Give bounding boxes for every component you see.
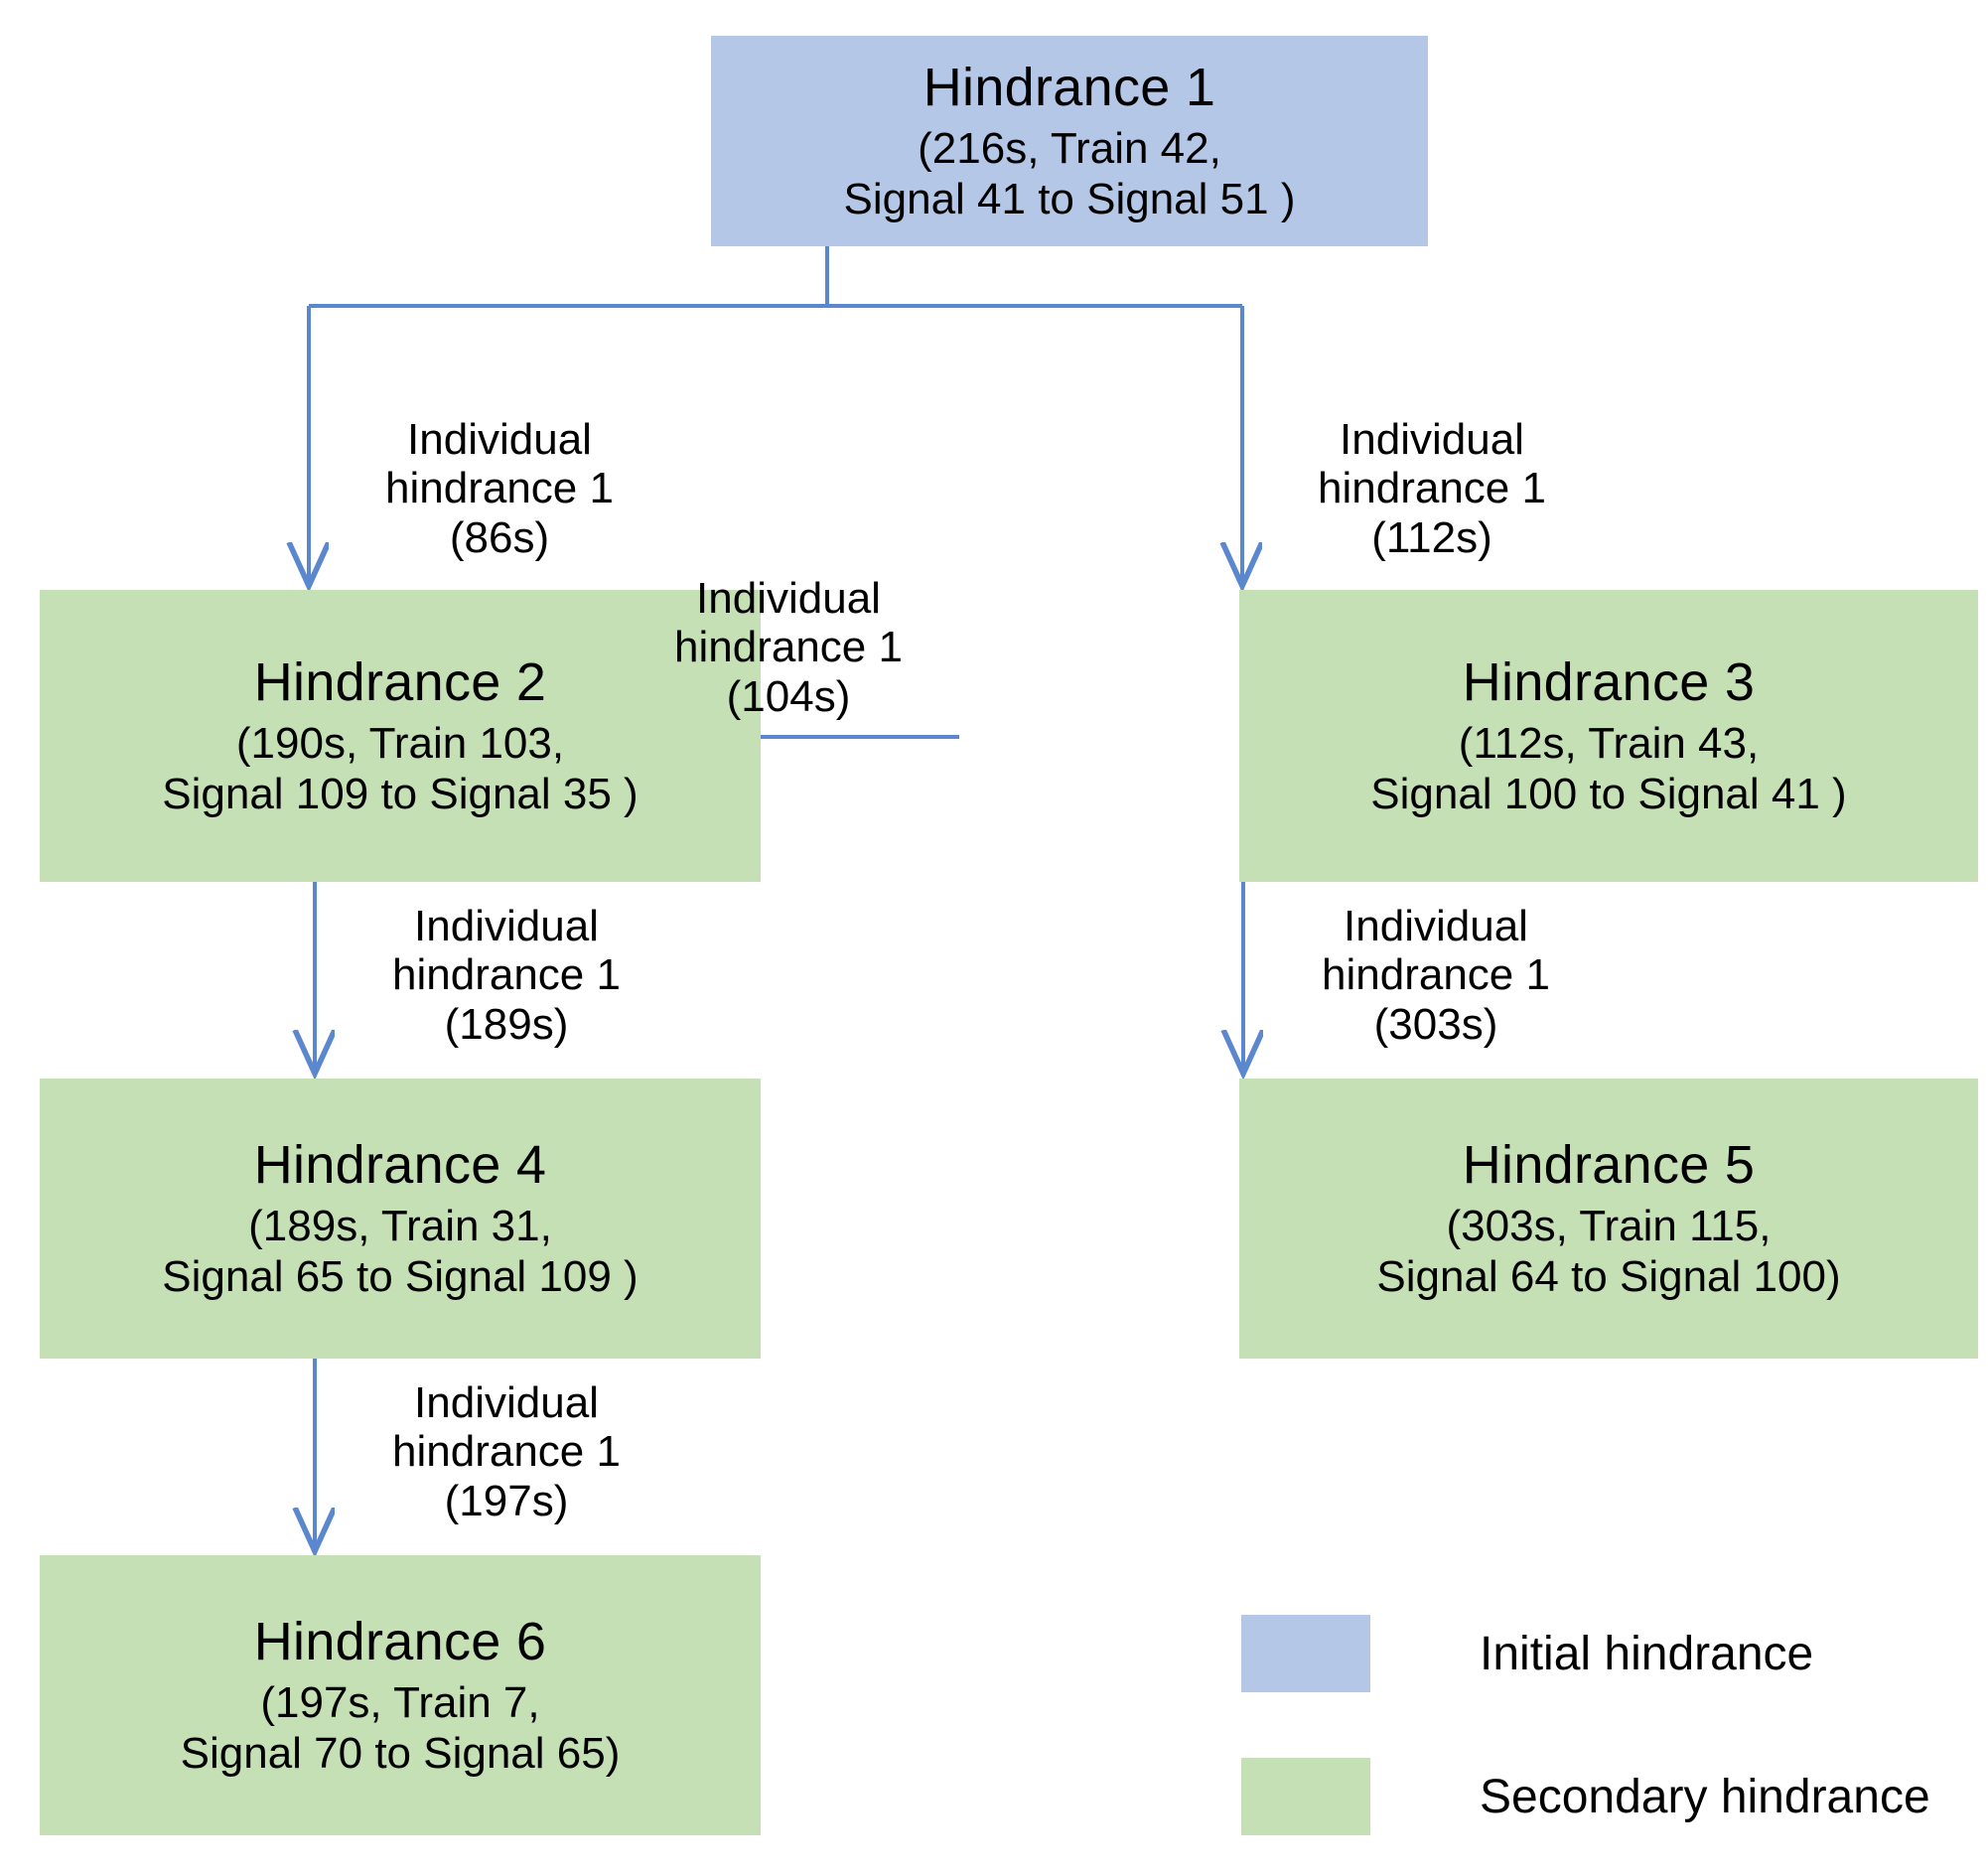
node-detail-line-1: (197s, Train 7, xyxy=(260,1678,540,1728)
node-detail: (303s, Train 115, Signal 64 to Signal 10… xyxy=(1376,1202,1840,1302)
edge-label-line-3: (197s) xyxy=(444,1476,569,1525)
edge-label-h1-h3: Individual hindrance 1 (112s) xyxy=(1263,415,1601,562)
node-detail-line-1: (216s, Train 42, xyxy=(918,124,1221,174)
node-detail-line-1: (112s, Train 43, xyxy=(1458,719,1760,769)
edge-label-h3-h2: Individual hindrance 1 (104s) xyxy=(620,574,957,721)
edge-label-line-3: (86s) xyxy=(449,512,550,562)
edge-label-h1-h2: Individual hindrance 1 (86s) xyxy=(331,415,668,562)
edge-label-line-2: hindrance 1 xyxy=(1318,464,1546,513)
node-title: Hindrance 3 xyxy=(1462,652,1756,713)
node-title: Hindrance 2 xyxy=(253,652,547,713)
edge-label-line-1: Individual xyxy=(696,574,881,623)
node-detail-line-2: Signal 64 to Signal 100) xyxy=(1376,1252,1841,1302)
node-title: Hindrance 1 xyxy=(923,58,1216,118)
node-hindrance-6[interactable]: Hindrance 6 (197s, Train 7, Signal 70 to… xyxy=(40,1555,761,1835)
edge-label-h2-h4: Individual hindrance 1 (189s) xyxy=(338,902,675,1049)
edge-label-line-3: (104s) xyxy=(726,671,851,721)
edge-label-line-3: (112s) xyxy=(1371,512,1492,562)
node-hindrance-4[interactable]: Hindrance 4 (189s, Train 31, Signal 65 t… xyxy=(40,1079,761,1359)
edge-label-line-2: hindrance 1 xyxy=(385,464,614,513)
node-detail: (112s, Train 43, Signal 100 to Signal 41… xyxy=(1370,719,1846,819)
edge-label-line-3: (303s) xyxy=(1373,999,1498,1049)
edge-label-h3-h5: Individual hindrance 1 (303s) xyxy=(1267,902,1605,1049)
node-detail: (197s, Train 7, Signal 70 to Signal 65) xyxy=(181,1678,621,1779)
legend: Initial hindrance Secondary hindrance xyxy=(1241,1611,1976,1839)
node-hindrance-5[interactable]: Hindrance 5 (303s, Train 115, Signal 64 … xyxy=(1239,1079,1978,1359)
edge-label-line-1: Individual xyxy=(1340,415,1524,464)
edge-label-line-2: hindrance 1 xyxy=(392,1427,621,1477)
node-detail-line-2: Signal 41 to Signal 51 ) xyxy=(843,175,1296,224)
node-detail: (189s, Train 31, Signal 65 to Signal 109… xyxy=(162,1202,638,1302)
node-detail-line-2: Signal 100 to Signal 41 ) xyxy=(1370,770,1847,819)
edge-label-line-1: Individual xyxy=(414,902,599,950)
node-detail-line-2: Signal 70 to Signal 65) xyxy=(180,1729,621,1779)
legend-item-secondary: Secondary hindrance xyxy=(1241,1754,1976,1839)
node-detail: (190s, Train 103, Signal 109 to Signal 3… xyxy=(162,719,638,819)
node-hindrance-1[interactable]: Hindrance 1 (216s, Train 42, Signal 41 t… xyxy=(711,36,1428,246)
node-detail-line-1: (190s, Train 103, xyxy=(235,719,565,769)
node-detail-line-2: Signal 65 to Signal 109 ) xyxy=(162,1252,639,1302)
legend-label-secondary: Secondary hindrance xyxy=(1480,1770,1930,1823)
node-detail-line-1: (189s, Train 31, xyxy=(248,1202,552,1251)
edge-label-line-1: Individual xyxy=(407,415,592,464)
node-detail: (216s, Train 42, Signal 41 to Signal 51 … xyxy=(844,124,1296,224)
node-hindrance-2[interactable]: Hindrance 2 (190s, Train 103, Signal 109… xyxy=(40,590,761,882)
node-title: Hindrance 6 xyxy=(253,1612,547,1672)
edge-label-line-1: Individual xyxy=(414,1378,599,1427)
legend-item-initial: Initial hindrance xyxy=(1241,1611,1976,1696)
node-detail-line-2: Signal 109 to Signal 35 ) xyxy=(162,770,639,819)
legend-swatch-initial-icon xyxy=(1241,1615,1370,1692)
node-title: Hindrance 4 xyxy=(253,1135,547,1196)
edge-label-line-2: hindrance 1 xyxy=(392,950,621,1000)
node-title: Hindrance 5 xyxy=(1462,1135,1756,1196)
edge-label-h4-h6: Individual hindrance 1 (197s) xyxy=(338,1378,675,1525)
edge-label-line-2: hindrance 1 xyxy=(1322,950,1550,1000)
edge-label-line-3: (189s) xyxy=(444,999,569,1049)
legend-swatch-secondary-icon xyxy=(1241,1758,1370,1835)
edge-label-line-1: Individual xyxy=(1344,902,1528,950)
node-detail-line-1: (303s, Train 115, xyxy=(1446,1202,1772,1251)
node-hindrance-3[interactable]: Hindrance 3 (112s, Train 43, Signal 100 … xyxy=(1239,590,1978,882)
legend-label-initial: Initial hindrance xyxy=(1480,1627,1814,1680)
edge-label-line-2: hindrance 1 xyxy=(674,623,903,672)
